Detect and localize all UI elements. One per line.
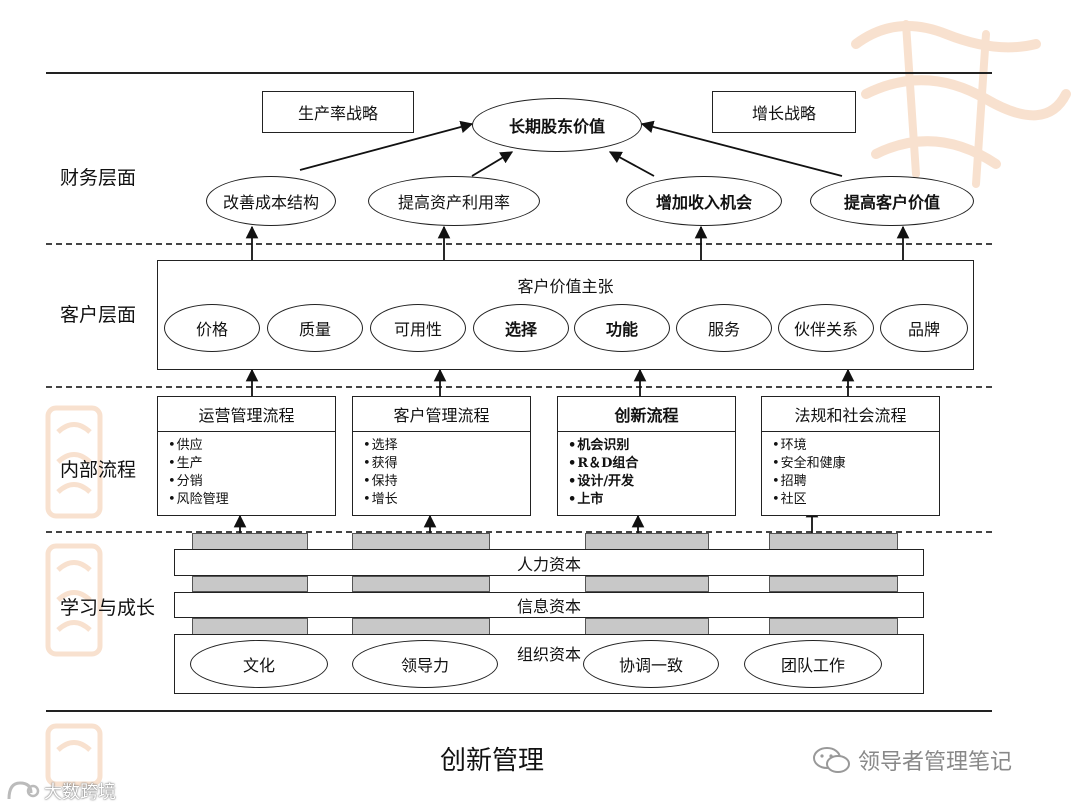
process-item: 环境 [772, 437, 939, 455]
process-title: 法规和社会流程 [762, 397, 939, 432]
process-item: 招聘 [772, 473, 939, 491]
human-capital-bar: 人力资本 [174, 549, 924, 576]
source-name: 大数跨境 [44, 778, 116, 804]
pillar-block [585, 618, 709, 635]
pillar-block [352, 618, 490, 635]
process-innovation: 创新流程 机会识别 R＆D组合 设计/开发 上市 [557, 396, 736, 516]
customer-item-partnership: 伙伴关系 [778, 304, 874, 352]
process-title: 运营管理流程 [158, 397, 335, 432]
pillar-block [585, 533, 709, 550]
financial-item-cost-structure: 改善成本结构 [206, 176, 336, 226]
arrow-asset-to-goal [472, 152, 512, 176]
pillar-block [192, 533, 308, 550]
process-item: 增长 [363, 491, 530, 509]
source-logo-icon [6, 779, 40, 803]
diagram-title: 创新管理 [440, 740, 544, 777]
org-item-alignment: 协调一致 [583, 640, 719, 688]
process-regulatory-social: 法规和社会流程 环境 安全和健康 招聘 社区 [761, 396, 940, 516]
pillar-block [352, 533, 490, 550]
process-item: 机会识别 [568, 437, 735, 455]
growth-strategy-box: 增长战略 [712, 91, 856, 133]
customer-item-service: 服务 [676, 304, 772, 352]
org-item-teamwork: 团队工作 [744, 640, 882, 688]
wechat-account-name: 领导者管理笔记 [858, 744, 1012, 776]
pillar-block [769, 533, 898, 550]
wechat-icon [812, 745, 852, 775]
arrow-revenue-to-goal [610, 152, 654, 176]
pillar-block [192, 618, 308, 635]
pillar-block [769, 576, 898, 592]
customer-item-function: 功能 [574, 304, 670, 352]
financial-item-asset-utilization: 提高资产利用率 [368, 176, 540, 226]
pillar-block [769, 618, 898, 635]
wechat-attribution: 领导者管理笔记 [812, 744, 1012, 776]
process-item: 安全和健康 [772, 455, 939, 473]
process-item-list: 机会识别 R＆D组合 设计/开发 上市 [558, 432, 735, 509]
process-item-list: 选择 获得 保持 增长 [353, 432, 530, 509]
process-item: 获得 [363, 455, 530, 473]
process-item: R＆D组合 [568, 455, 735, 473]
process-item: 风险管理 [168, 491, 335, 509]
source-watermark: 大数跨境 [6, 778, 116, 804]
process-item: 选择 [363, 437, 530, 455]
customer-item-brand: 品牌 [880, 304, 968, 352]
process-item: 生产 [168, 455, 335, 473]
process-customer-management: 客户管理流程 选择 获得 保持 增长 [352, 396, 531, 516]
process-title: 创新流程 [558, 397, 735, 432]
process-item: 上市 [568, 491, 735, 509]
customer-item-availability: 可用性 [370, 304, 466, 352]
customer-value-proposition-title: 客户价值主张 [158, 273, 973, 297]
org-item-leadership: 领导力 [352, 640, 498, 688]
customer-item-price: 价格 [164, 304, 260, 352]
process-title: 客户管理流程 [353, 397, 530, 432]
pillar-block [352, 576, 490, 592]
process-item: 保持 [363, 473, 530, 491]
org-item-culture: 文化 [190, 640, 328, 688]
process-item-list: 供应 生产 分销 风险管理 [158, 432, 335, 509]
process-item: 社区 [772, 491, 939, 509]
pillar-block [192, 576, 308, 592]
customer-item-selection: 选择 [473, 304, 569, 352]
customer-item-quality: 质量 [267, 304, 363, 352]
long-term-shareholder-value: 长期股东价值 [472, 98, 642, 152]
productivity-strategy-box: 生产率战略 [262, 91, 414, 133]
pillar-block [585, 576, 709, 592]
information-capital-bar: 信息资本 [174, 592, 924, 618]
process-item: 供应 [168, 437, 335, 455]
process-item-list: 环境 安全和健康 招聘 社区 [762, 432, 939, 509]
process-item: 分销 [168, 473, 335, 491]
financial-item-customer-value: 提高客户价值 [810, 176, 974, 226]
process-item: 设计/开发 [568, 473, 735, 491]
process-operations: 运营管理流程 供应 生产 分销 风险管理 [157, 396, 336, 516]
financial-item-revenue-opportunity: 增加收入机会 [626, 176, 782, 226]
